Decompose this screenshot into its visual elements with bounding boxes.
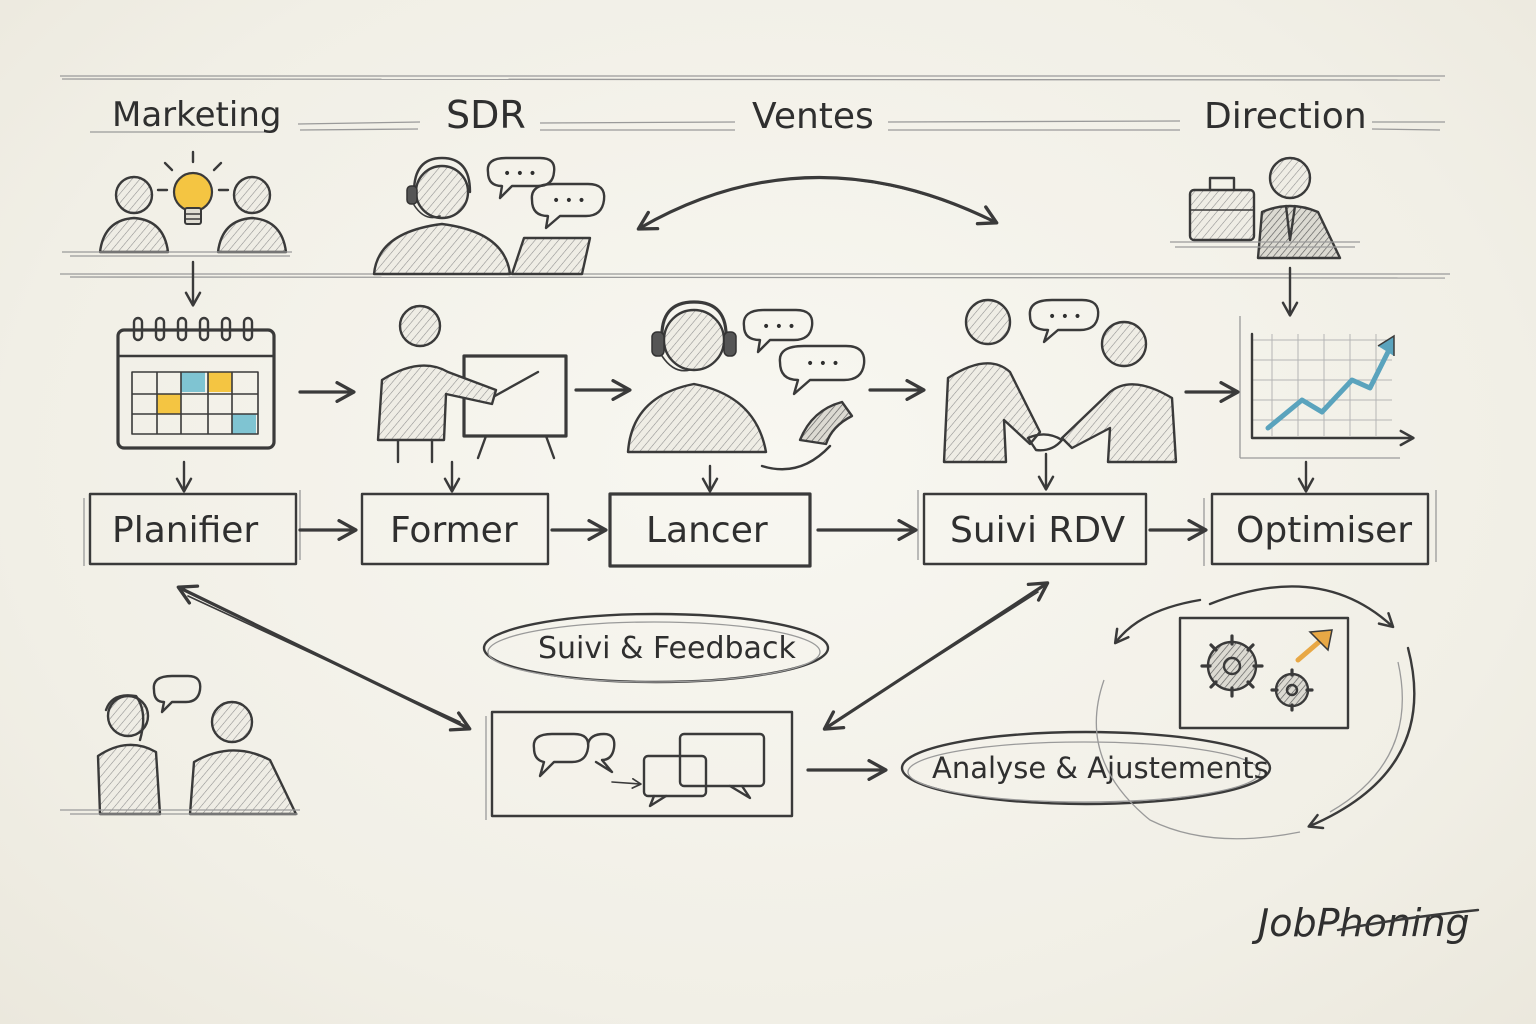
chat-bubble-blue-icon <box>642 732 766 808</box>
lightbulb-icon <box>156 150 230 225</box>
speech-bubble-icon: • • • <box>1028 298 1100 344</box>
messaging-panel <box>485 710 794 820</box>
trainer-illustration <box>376 304 568 464</box>
feedback-loop: Suivi & Feedback <box>60 581 1272 820</box>
step-planifier[interactable]: Planifier <box>83 490 301 566</box>
top-flow-arrows <box>175 378 1315 493</box>
sdr-ventes-exchange-arrow <box>636 175 999 231</box>
step-suivi-rdv[interactable]: Suivi RDV <box>917 490 1148 566</box>
lane-header: Marketing SDR Ventes Direction <box>60 75 1450 279</box>
growth-chart-icon <box>1239 316 1415 459</box>
step-former[interactable]: Former <box>360 492 550 566</box>
lane-label-direction: Direction <box>1204 96 1367 137</box>
loop-label-feedback: Suivi & Feedback <box>538 631 796 666</box>
step-label: Lancer <box>646 510 768 551</box>
speech-bubble-icon: • • • <box>742 308 814 354</box>
step-lancer[interactable]: Lancer <box>608 492 812 568</box>
loop-label-analysis: Analyse & Ajustements <box>932 751 1269 785</box>
lane-label-sdr: SDR <box>446 93 526 137</box>
gear-icon <box>1200 634 1264 698</box>
sdr-agent-illustration: • • • • • • <box>372 156 606 276</box>
step-label: Planifier <box>112 510 258 551</box>
call-agent-illustration: • • • • • • <box>626 300 866 471</box>
bubble-dots: • • • <box>806 356 840 372</box>
chat-bubble-blue-icon: • • • <box>778 344 866 396</box>
speech-bubble-icon: • • • <box>486 156 556 200</box>
bubble-dots: • • • <box>1048 309 1082 325</box>
speech-bubble-icon: • • • <box>530 182 606 230</box>
calendar-icon <box>116 316 276 450</box>
speech-bubble-icon <box>532 732 616 778</box>
gear-icon <box>1270 668 1314 712</box>
bubble-dots: • • • <box>762 319 796 335</box>
lane-label-marketing: Marketing <box>112 95 281 135</box>
process-steps: Planifier Former Lancer Suivi RDV Optimi… <box>83 490 1437 568</box>
step-optimiser[interactable]: Optimiser <box>1203 490 1437 566</box>
speech-bubble-icon <box>152 674 202 714</box>
step-label: Optimiser <box>1236 510 1412 551</box>
briefcase-icon <box>1188 176 1256 242</box>
marketing-team-illustration <box>62 150 292 307</box>
brand-signature: JobPhoning <box>1251 901 1480 945</box>
bubble-dots: • • • <box>503 166 537 182</box>
people-chatting-illustration <box>60 674 300 816</box>
arrow-up-right-icon <box>1295 629 1333 663</box>
handshake-illustration: • • • <box>942 298 1178 491</box>
brand-wordmark: JobPhoning <box>1251 901 1470 945</box>
phone-handset-icon <box>760 400 854 471</box>
optimisation-cycle <box>1095 585 1416 840</box>
bubble-dots: • • • <box>552 193 586 209</box>
step-label: Former <box>390 510 518 551</box>
step-label: Suivi RDV <box>950 510 1126 551</box>
direction-executive-illustration <box>1170 156 1360 317</box>
lane-label-ventes: Ventes <box>752 96 874 137</box>
